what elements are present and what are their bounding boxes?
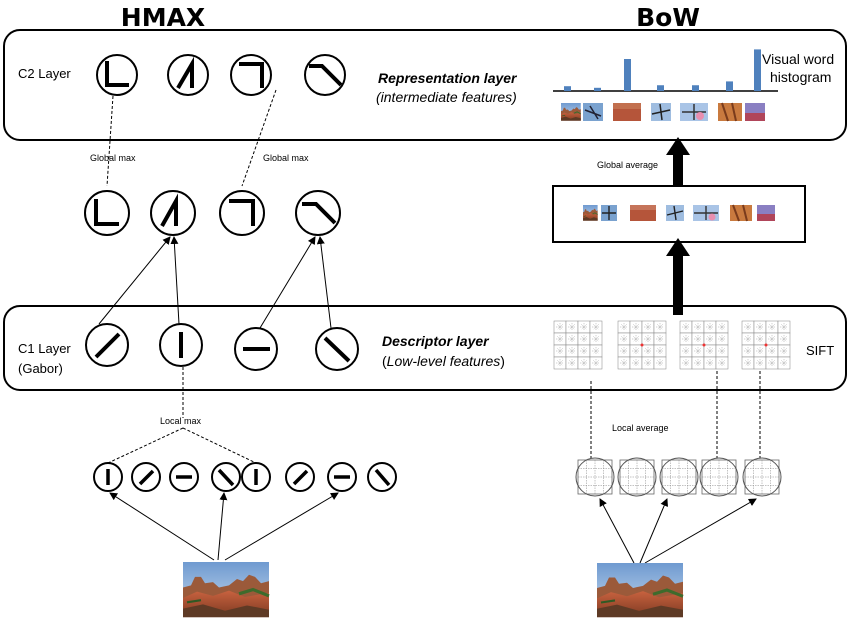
s2-unit-angle [150, 190, 196, 236]
local-max-label: Local max [160, 416, 202, 426]
sift-label: SIFT [806, 343, 834, 358]
arrow-image-to-patch-3 [644, 498, 757, 564]
global-max-link-right [241, 89, 277, 187]
representation-layer-box [3, 29, 847, 141]
thick-arrow-upper [666, 137, 690, 186]
representation-layer-title: Representation layer [378, 70, 518, 86]
gabor-label: (Gabor) [18, 361, 63, 376]
bow-input-image [595, 561, 685, 619]
sift-descriptor-4 [742, 321, 790, 369]
sift-descriptor-1 [554, 321, 602, 369]
sift-patches [575, 457, 782, 497]
descriptor-layer-box [3, 305, 847, 391]
thick-arrow-lower [666, 238, 690, 315]
c2-layer-label: C2 Layer [18, 66, 71, 81]
arrow-image-to-patch-2 [639, 498, 668, 564]
bow-header: BoW [636, 3, 700, 32]
s2-unit-hook [219, 190, 265, 236]
histogram-bar [657, 85, 664, 91]
hmax-input-image [181, 560, 271, 619]
histogram-bar [624, 59, 631, 91]
c1-unit-horizontal [234, 327, 278, 371]
arrow-c1-diag-to-angle [98, 236, 171, 325]
arrow-c1-vert-to-angle [170, 236, 180, 325]
arrow-image-to-s1-mid [217, 492, 228, 561]
global-max-label-right: Global max [263, 153, 309, 163]
sift-descriptor-2 [618, 321, 666, 369]
histogram-bar [726, 81, 733, 91]
arrow-image-to-s1-right [224, 492, 339, 561]
representation-thumbnails [560, 102, 765, 122]
global-max-label-left: Global max [90, 153, 136, 163]
histogram-bars [564, 49, 761, 91]
histogram-bar [692, 85, 699, 91]
s2-unit-corner [84, 190, 130, 236]
sift-descriptor-3 [680, 321, 728, 369]
histogram-label-line1: Visual word [762, 51, 834, 67]
arrow-c1-anti-to-bend [316, 236, 332, 329]
c1-unit-antidiagonal [315, 327, 359, 371]
s1-units [93, 462, 397, 492]
s2-unit-bend [295, 190, 341, 236]
descriptor-layer-title: Descriptor layer [382, 333, 490, 349]
representation-layer-subtitle: (intermediate features) [376, 89, 517, 105]
hmax-header: HMAX [121, 3, 205, 32]
local-max-link-left [107, 427, 184, 464]
global-average-label: Global average [597, 160, 658, 170]
histogram-bar [754, 49, 761, 91]
local-average-label: Local average [612, 423, 669, 433]
local-max-link-right [182, 427, 257, 464]
descriptor-layer-subtitle: (Low-level features) [382, 353, 505, 369]
global-max-link-left [106, 95, 114, 187]
histogram-label-line2: histogram [770, 69, 831, 85]
histogram-bar [564, 86, 571, 91]
c2-unit-corner [96, 54, 138, 96]
c2-unit-hook [230, 54, 272, 96]
c2-unit-angle [167, 54, 209, 96]
c2-unit-bend [304, 54, 346, 96]
arrow-image-to-patch-1 [599, 498, 635, 564]
c1-layer-label: C1 Layer [18, 341, 71, 356]
c1-unit-vertical [159, 323, 203, 367]
histogram-bar [594, 87, 601, 91]
c1-unit-diagonal [85, 323, 129, 367]
middle-thumbnails [582, 204, 775, 222]
arrow-image-to-s1-left [109, 492, 215, 561]
arrow-c1-horiz-to-bend [259, 236, 316, 329]
